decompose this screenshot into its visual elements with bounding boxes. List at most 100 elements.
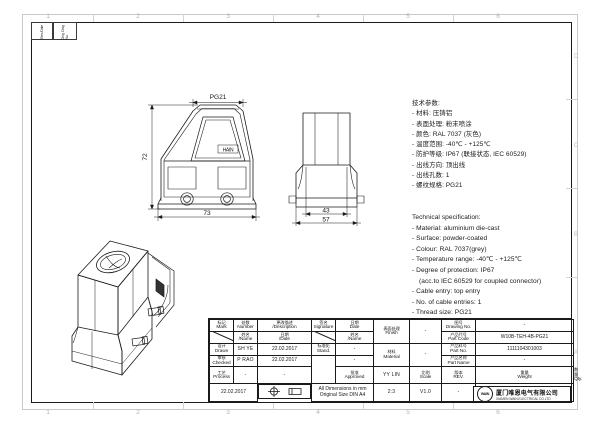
revision-stub-cell-1: Rev./Date xyxy=(31,22,53,40)
tb-role-drawn: 设计 Drawn xyxy=(209,342,234,356)
col-label-b5: 5 xyxy=(406,409,410,416)
col-label-b6: 6 xyxy=(496,409,500,416)
row-label-C: C xyxy=(574,143,579,149)
tb-mark-header: 标记 Mark xyxy=(209,319,234,332)
tb-name-cn-right: 姓名 xyxy=(350,331,359,337)
tb-signature-cn: 签名 xyxy=(319,319,328,325)
tech-cn-line-4: - 防护等级: IP67 (联接状态, IEC 60529) xyxy=(412,151,527,159)
isometric-view xyxy=(70,235,240,385)
tb-weight-label: 重量 Weight xyxy=(475,366,574,385)
tb-drawing-no-label: 图号 Drawing No. xyxy=(441,319,476,332)
tb-finish-en: Finish xyxy=(385,331,398,337)
tb-name-header-left: 姓名 /Name xyxy=(233,330,258,344)
tb-role-process-en: Process xyxy=(213,375,230,381)
svg-text:72: 72 xyxy=(142,153,149,161)
tb-signature-en: Signature xyxy=(313,325,334,331)
tech-cn-title: 技术参数: xyxy=(412,100,440,107)
revision-stub-label-1: Rev./Date xyxy=(39,24,44,39)
tb-role-drawn-en: Drawn xyxy=(214,348,229,354)
tech-cn-line-3: - 温度范围: -40℃ - +125℃ xyxy=(412,141,491,149)
sheet-outer-border xyxy=(22,14,578,410)
tb-row-revision-header: 标记 Mark 处数 Number 更改描述 /Description 签名 S… xyxy=(209,319,574,344)
tb-date2-cn-left: 日期 xyxy=(280,331,289,337)
tb-weight-cn: 重量 xyxy=(520,369,529,375)
tb-role-drawn-cn: 设计 xyxy=(217,343,226,349)
col-label-b3: 3 xyxy=(226,409,230,416)
col-label-2: 2 xyxy=(136,13,140,20)
tb-material-cn: 材料 xyxy=(387,349,396,355)
tb-part-name-cn: 产品名称 xyxy=(450,355,467,361)
tb-rev-value: V1.0 xyxy=(409,383,442,402)
revision-stub-label-2: Orig. Dwg No. xyxy=(60,24,69,39)
tb-scale-value: 2:3 xyxy=(373,383,410,402)
tb-part-code-en: Part Code xyxy=(448,336,469,342)
title-block: 标记 Mark 处数 Number 更改描述 /Description 签名 S… xyxy=(208,318,582,403)
tb-finish-value: - xyxy=(409,319,442,344)
front-view: HAIN PG21 72 73 xyxy=(140,85,300,235)
tb-role-approved-cn: 批准 xyxy=(350,369,359,375)
tb-part-no-value: 1111104301003 xyxy=(475,342,574,356)
dim-43 xyxy=(302,207,351,217)
company-logo-block: WAIN 厦门唯恩电气有限公司 XIAMEN WAIN ELECTRICAL C… xyxy=(473,386,571,402)
tech-en-line-8: - Thread size: PG21 xyxy=(412,309,472,317)
row-label-D: D xyxy=(574,54,579,60)
tb-material-en: Material xyxy=(383,354,400,360)
tb-drawn-date: 22.02.2017 xyxy=(257,342,312,356)
tb-row-drawn: 设计 Drawn SH YE 22.02.2017 标准化 Stand. - 材… xyxy=(209,342,574,368)
tb-role-approved-en: Approved xyxy=(344,375,365,381)
tb-drawing-no-value: - xyxy=(475,319,574,332)
third-angle-projection-icon xyxy=(267,386,301,398)
tb-number-en: Number xyxy=(237,325,254,331)
tb-signature-header: 签名 Signature xyxy=(311,319,336,332)
tb-date-header: 日期 Date xyxy=(335,319,374,332)
tb-part-name-label: 产品名称 Part Name xyxy=(441,354,476,368)
svg-text:57: 57 xyxy=(322,217,330,224)
company-logo-text: WAIN xyxy=(480,392,490,396)
tb-drawing-no-en: Drawing No. xyxy=(445,325,472,331)
tb-name-en-left: /Name xyxy=(238,336,253,342)
tech-en-line-3: - Temperature range: -40℃ - +125℃ xyxy=(412,256,522,264)
tb-part-no-en: Part No. xyxy=(450,348,467,354)
tb-stand-name: - xyxy=(335,342,374,356)
company-name-en: XIAMEN WAIN ELECTRICAL CO.LTD xyxy=(496,396,551,401)
tech-cn-line-1: - 表面处理: 粉末喷涂 xyxy=(412,120,472,128)
tb-checked-date: 22.02.2017 xyxy=(257,354,312,368)
company-name-cn: 厦门唯恩电气有限公司 xyxy=(496,390,559,397)
tb-rev-cn: 版本 xyxy=(454,369,463,375)
tb-drawn-name: SH YE xyxy=(233,342,258,356)
tb-diag-right xyxy=(311,330,336,344)
tb-role-process-cn: 工艺 xyxy=(217,369,226,375)
col-label-b2: 2 xyxy=(136,409,140,416)
tb-role-checked-cn: 审核 xyxy=(217,355,226,361)
tb-diag-left xyxy=(209,330,234,344)
tech-en-line-7: - No. of cable entries: 1 xyxy=(412,298,482,306)
svg-text:43: 43 xyxy=(322,208,330,215)
tb-part-code-value: W10B-TEH-4B-PG21 xyxy=(475,330,574,344)
tb-stand-date: - xyxy=(335,354,374,368)
tb-weight-value: - xyxy=(441,383,476,402)
tech-en-line-2: - Colour: RAL 7037(grey) xyxy=(412,245,487,253)
tb-material-label: 材料 Material xyxy=(373,342,410,368)
tb-role-stand-en: Stand. xyxy=(316,348,331,354)
revision-stub-cell-2: Orig. Dwg No. xyxy=(53,22,77,40)
tb-role-checked-en: Checked xyxy=(212,360,231,366)
svg-text:PG21: PG21 xyxy=(210,94,227,101)
col-label-b1: 1 xyxy=(46,409,50,416)
tb-row-subheader: 姓名 /Name 日期 /Date 姓名 /Name 产品代号 Part Cod… xyxy=(209,330,574,344)
tb-part-no-cn: 产品料号 xyxy=(450,343,467,349)
tb-date-header-left: 日期 /Date xyxy=(257,330,312,344)
tech-spec-english: Technical specification: - Material: alu… xyxy=(412,213,592,319)
dim-pg21 xyxy=(189,99,247,107)
projection-symbol-cell xyxy=(258,384,311,400)
tb-weight-en: Weight xyxy=(517,375,532,381)
tech-spec-chinese: 技术参数: - 材料: 压铸铝 - 表面处理: 粉末喷涂 - 颜色: RAL 7… xyxy=(412,99,584,192)
tb-name-cn-left: 姓名 xyxy=(241,331,250,337)
tb-finish-cn: 表面处理 xyxy=(383,325,400,331)
tb-description-cn: 更改描述 xyxy=(276,319,293,325)
tb-role-process: 工艺 Process xyxy=(209,366,234,385)
tb-scale-cn: 比例 xyxy=(421,369,430,375)
tb-row-checked: 审核 Checked P RAO 22.02.2017 - 产品名称 Part … xyxy=(209,354,574,368)
tb-mark-cn: 标记 xyxy=(217,319,226,325)
dim-72 xyxy=(148,104,198,210)
